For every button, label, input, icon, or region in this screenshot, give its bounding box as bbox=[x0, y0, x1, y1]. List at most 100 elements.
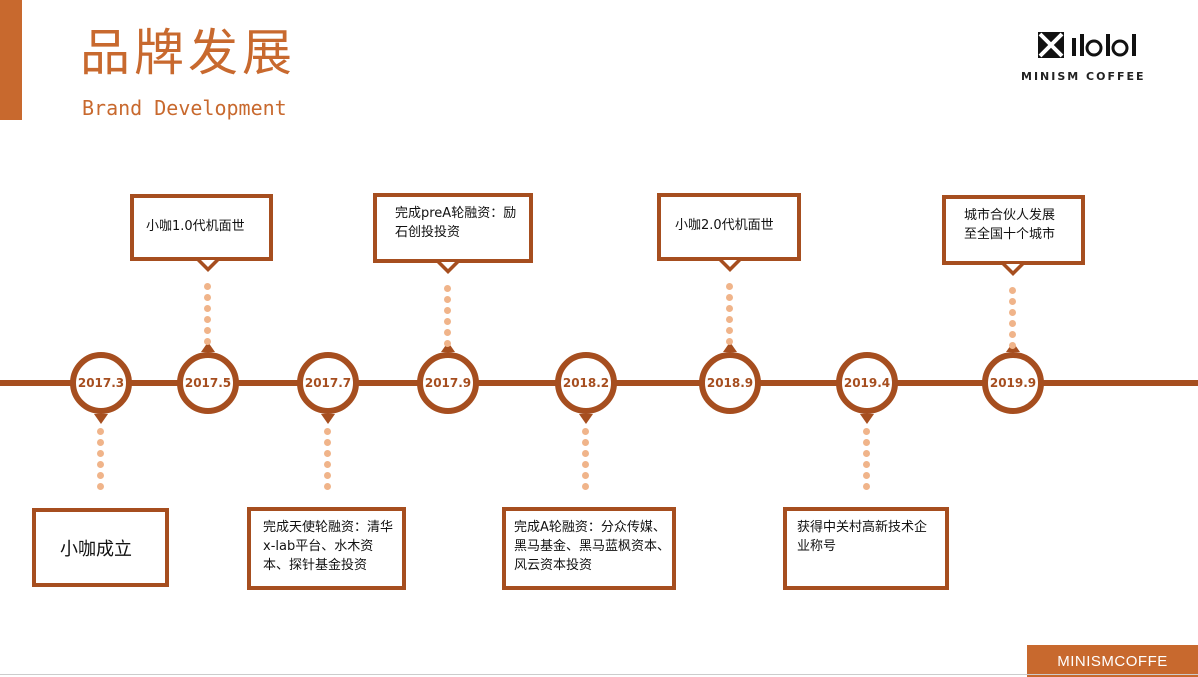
event-box: 完成A轮融资：分众传媒、黑马基金、黑马蓝枫资本、风云资本投资 bbox=[502, 507, 676, 590]
connector-dot bbox=[97, 472, 104, 479]
timeline-date: 2017.9 bbox=[424, 376, 472, 390]
connector-dot bbox=[204, 283, 211, 290]
connector-dot bbox=[582, 483, 589, 490]
box-tail-inner bbox=[201, 260, 215, 267]
node-pointer bbox=[441, 342, 455, 352]
connector-dot bbox=[582, 461, 589, 468]
event-text: 完成天使轮融资：清华x-lab平台、水木资本、探针基金投资 bbox=[263, 520, 394, 573]
timeline-date: 2019.9 bbox=[989, 376, 1037, 390]
connector-dot bbox=[863, 439, 870, 446]
event-text: 城市合伙人发展至全国十个城市 bbox=[964, 208, 1056, 242]
connector-dot bbox=[726, 316, 733, 323]
connector-dot bbox=[444, 340, 451, 347]
connector-dot bbox=[324, 450, 331, 457]
timeline-date: 2017.5 bbox=[184, 376, 232, 390]
event-text: 获得中关村高新技术企业称号 bbox=[797, 520, 928, 554]
dotted-connector bbox=[324, 428, 332, 494]
box-tail-inner bbox=[441, 262, 455, 269]
side-accent-bar bbox=[0, 0, 22, 120]
connector-dot bbox=[204, 316, 211, 323]
event-text: 完成A轮融资：分众传媒、黑马基金、黑马蓝枫资本、风云资本投资 bbox=[514, 520, 671, 573]
dotted-connector bbox=[204, 283, 212, 349]
connector-dot bbox=[444, 296, 451, 303]
connector-dot bbox=[324, 483, 331, 490]
dotted-connector bbox=[97, 428, 105, 494]
connector-dot bbox=[324, 472, 331, 479]
connector-dot bbox=[1009, 309, 1016, 316]
page-title: 品牌发展 bbox=[80, 24, 296, 82]
timeline-date: 2017.3 bbox=[77, 376, 125, 390]
connector-dot bbox=[97, 428, 104, 435]
connector-dot bbox=[324, 428, 331, 435]
connector-dot bbox=[444, 285, 451, 292]
dotted-connector bbox=[863, 428, 871, 494]
node-pointer bbox=[860, 414, 874, 424]
node-pointer bbox=[94, 414, 108, 424]
timeline-node: 2018.2 bbox=[555, 352, 617, 414]
connector-dot bbox=[726, 305, 733, 312]
dotted-connector bbox=[726, 283, 734, 349]
event-box: 小咖1.0代机面世 bbox=[130, 194, 273, 261]
dotted-connector bbox=[582, 428, 590, 494]
timeline-date: 2017.7 bbox=[304, 376, 352, 390]
connector-dot bbox=[204, 327, 211, 334]
connector-dot bbox=[1009, 287, 1016, 294]
timeline-date: 2018.2 bbox=[562, 376, 610, 390]
connector-dot bbox=[726, 327, 733, 334]
connector-dot bbox=[582, 439, 589, 446]
event-box: 完成天使轮融资：清华x-lab平台、水木资本、探针基金投资 bbox=[247, 507, 406, 590]
connector-dot bbox=[204, 305, 211, 312]
footer-brand-badge: MINISMCOFFE bbox=[1027, 645, 1198, 677]
node-pointer bbox=[201, 342, 215, 352]
dotted-connector bbox=[444, 285, 452, 351]
connector-dot bbox=[1009, 331, 1016, 338]
box-tail-inner bbox=[1006, 264, 1020, 271]
connector-dot bbox=[444, 329, 451, 336]
connector-dot bbox=[726, 283, 733, 290]
node-pointer bbox=[579, 414, 593, 424]
event-box: 获得中关村高新技术企业称号 bbox=[783, 507, 949, 590]
event-box: 小咖2.0代机面世 bbox=[657, 193, 801, 261]
node-pointer bbox=[321, 414, 335, 424]
connector-dot bbox=[97, 483, 104, 490]
connector-dot bbox=[1009, 320, 1016, 327]
timeline-node: 2017.5 bbox=[177, 352, 239, 414]
connector-dot bbox=[97, 461, 104, 468]
event-text: 小咖成立 bbox=[60, 539, 132, 560]
timeline-node: 2019.9 bbox=[982, 352, 1044, 414]
connector-dot bbox=[726, 294, 733, 301]
timeline-node: 2017.9 bbox=[417, 352, 479, 414]
timeline-node: 2017.7 bbox=[297, 352, 359, 414]
connector-dot bbox=[324, 461, 331, 468]
connector-dot bbox=[726, 338, 733, 345]
connector-dot bbox=[863, 428, 870, 435]
connector-dot bbox=[582, 472, 589, 479]
connector-dot bbox=[863, 472, 870, 479]
event-text: 小咖1.0代机面世 bbox=[146, 219, 245, 234]
node-pointer bbox=[723, 342, 737, 352]
connector-dot bbox=[444, 318, 451, 325]
event-box: 小咖成立 bbox=[32, 508, 169, 587]
connector-dot bbox=[1009, 342, 1016, 349]
connector-dot bbox=[582, 428, 589, 435]
brand-logo-text: MINISM COFFEE bbox=[1021, 70, 1146, 83]
event-box: 城市合伙人发展至全国十个城市 bbox=[942, 195, 1085, 265]
connector-dot bbox=[97, 450, 104, 457]
event-text: 完成preA轮融资：励石创投投资 bbox=[395, 206, 517, 240]
event-box: 完成preA轮融资：励石创投投资 bbox=[373, 193, 533, 263]
timeline-node: 2018.9 bbox=[699, 352, 761, 414]
brand-logo-icon bbox=[1038, 32, 1136, 58]
connector-dot bbox=[444, 307, 451, 314]
connector-dot bbox=[582, 450, 589, 457]
connector-dot bbox=[863, 450, 870, 457]
connector-dot bbox=[863, 483, 870, 490]
connector-dot bbox=[204, 338, 211, 345]
box-tail-inner bbox=[723, 260, 737, 267]
event-text: 小咖2.0代机面世 bbox=[675, 218, 774, 233]
connector-dot bbox=[324, 439, 331, 446]
page-subtitle: Brand Development bbox=[82, 96, 287, 120]
connector-dot bbox=[97, 439, 104, 446]
connector-dot bbox=[863, 461, 870, 468]
dotted-connector bbox=[1009, 287, 1017, 353]
timeline-node: 2019.4 bbox=[836, 352, 898, 414]
